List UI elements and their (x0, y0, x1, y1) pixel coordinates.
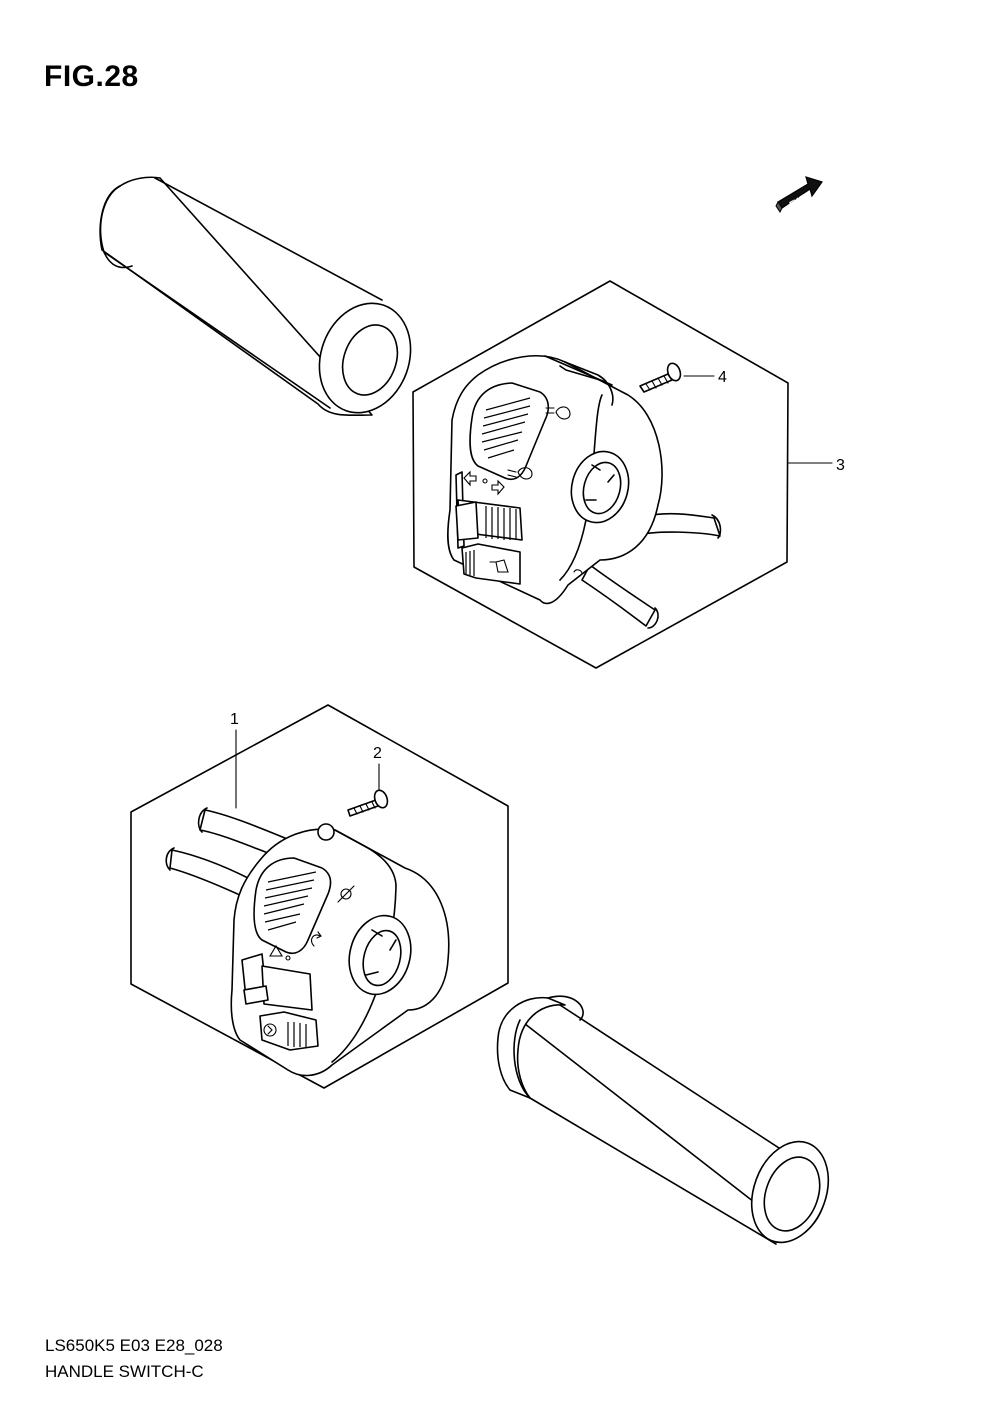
drawing-code: LS650K5 E03 E28_028 (45, 1336, 223, 1355)
callout-label-2: 2 (373, 745, 382, 762)
left-grip (99, 176, 412, 417)
right-handlebar-switch (447, 355, 663, 605)
figure-name: HANDLE SWITCH-C (45, 1362, 204, 1381)
right-grip (496, 995, 830, 1245)
callout-2: 2 (373, 745, 382, 791)
turn-signal-icon (463, 470, 505, 496)
callout-4: 4 (683, 369, 727, 386)
figure-title: FIG.28 (44, 60, 139, 93)
engine-stop-icon (337, 885, 355, 903)
dimmer-switch-hatch (481, 397, 531, 459)
figure-footer: LS650K5 E03 E28_028 HANDLE SWITCH-C (45, 1333, 223, 1385)
callout-1: 1 (230, 711, 239, 809)
wire-harness-upper (581, 512, 722, 629)
pass-switch-hatch (263, 871, 317, 931)
screw-2 (347, 789, 389, 817)
screw-4 (639, 362, 682, 393)
starter-button-icon (263, 1023, 277, 1037)
left-handlebar-switch (230, 823, 450, 1077)
hazard-icon (269, 944, 291, 961)
callout-label-4: 4 (718, 369, 727, 386)
assembly-outline-3 (412, 280, 789, 669)
turn-signal-knob (485, 506, 517, 540)
starter-knob (287, 1022, 307, 1047)
fwd-arrow-icon: FWD (775, 176, 823, 213)
horn-icon (489, 559, 509, 573)
callout-3: 3 (787, 457, 845, 474)
assembly-outline-1 (130, 704, 509, 1089)
horn-button-hatch (465, 550, 475, 576)
callout-label-1: 1 (230, 711, 239, 728)
headlight-low-icon (507, 467, 533, 480)
starter-icon (311, 931, 322, 947)
headlight-high-icon (545, 406, 571, 420)
callout-label-3: 3 (836, 457, 845, 474)
